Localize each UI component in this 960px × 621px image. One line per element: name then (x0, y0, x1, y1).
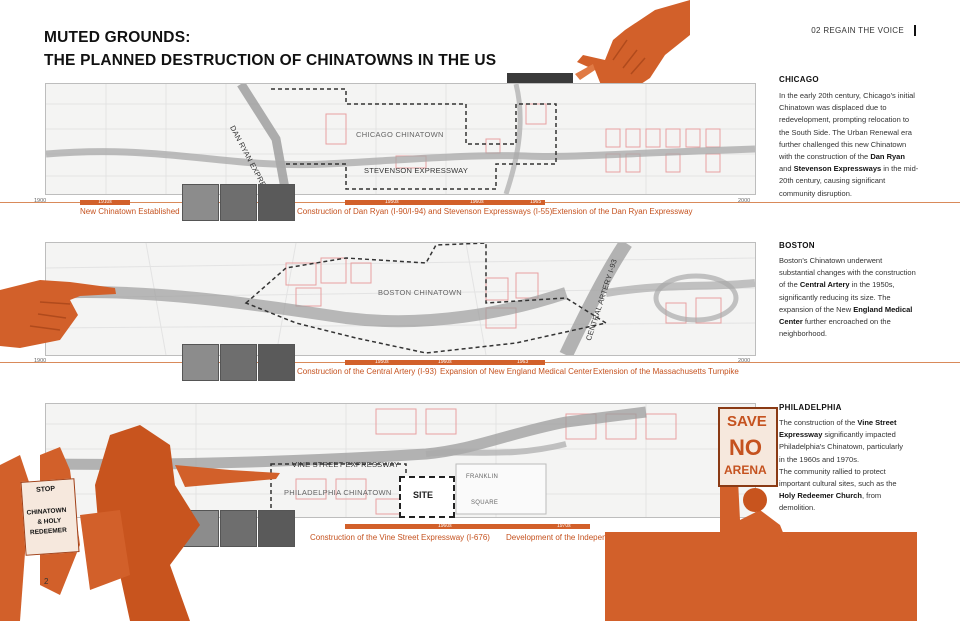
chicago-event-2: Construction of Dan Ryan (I-90/I-94) and… (297, 207, 553, 216)
chicago-seg-1960s-label: 1960s (470, 199, 484, 205)
page-number: 2 (44, 577, 49, 586)
chicago-chinatown-label: CHICAGO CHINATOWN (356, 130, 444, 139)
chicago-map: CHICAGO CHINATOWN STEVENSON EXPRESSWAY D… (45, 83, 756, 195)
philadelphia-body: The construction of the Vine Street Expr… (779, 418, 903, 513)
stevenson-expressway-label: STEVENSON EXPRESSWAY (364, 166, 469, 175)
chicago-event-1: New Chinatown Established (80, 207, 180, 216)
philadelphia-event-1: Construction of the Vine Street Expressw… (310, 533, 490, 542)
stop-sign-line1: STOP (35, 485, 56, 494)
philadelphia-heading: PHILADELPHIA (779, 403, 842, 412)
boston-seg-1950s-label: 1950s (375, 359, 389, 365)
boston-seg-1960s-label: 1960s (438, 359, 452, 365)
boston-heading: BOSTON (779, 241, 815, 250)
chicago-photo-2 (220, 184, 257, 221)
pointing-hand-photo (0, 280, 116, 348)
boston-year-end: 2000 (738, 358, 751, 364)
site-box: SITE (399, 476, 455, 518)
chicago-seg-1965-label: 1965 (530, 199, 542, 205)
chicago-seg-1950s-label: 1950s (385, 199, 399, 205)
boston-seg-1950s-1963: 1950s 1960s 1963 (345, 360, 545, 365)
save-sign-line2: NO (729, 435, 762, 460)
section-label: 02 REGAIN THE VOICE (811, 26, 904, 35)
philadelphia-seg-1960s-label: 1960s (438, 523, 452, 529)
vine-street-expressway-label: VINE STREET EXPRESSWAY (292, 460, 400, 469)
boston-map-drawing (46, 243, 755, 355)
boston-map: BOSTON CHINATOWN CENTRAL ARTERY I-93 (45, 242, 756, 356)
boston-event-1: Construction of the Central Artery (I-93… (297, 367, 437, 376)
boston-chinatown-label: BOSTON CHINATOWN (378, 288, 462, 297)
boston-photo-2 (220, 344, 257, 381)
boston-body: Boston's Chinatown underwent substantial… (779, 256, 916, 339)
section-marker (914, 25, 916, 36)
hand-photo-top (575, 0, 690, 95)
chicago-map-drawing (46, 84, 755, 194)
chicago-seg-1910s-label: 1910s (98, 199, 112, 205)
save-protest-sign: SAVE NO ARENA (718, 407, 778, 487)
site-label: SITE (413, 490, 434, 500)
philadelphia-chinatown-label: PHILADELPHIA CHINATOWN (284, 488, 392, 497)
page-title-line1: MUTED GROUNDS: (44, 29, 191, 46)
page-title-line2: THE PLANNED DESTRUCTION OF CHINATOWNS IN… (44, 52, 497, 69)
franklin-square-label-2: SQUARE (471, 500, 499, 506)
philadelphia-seg-1970s-label: 1970s (557, 523, 571, 529)
stop-sign-line2: CHINATOWN (26, 506, 67, 517)
boston-event-3: Extension of the Massachusetts Turnpike (593, 367, 739, 376)
chicago-seg-1950s-1960s: 1950s 1960s 1965 (345, 200, 545, 205)
chicago-body: In the early 20th century, Chicago's ini… (779, 91, 919, 198)
chicago-year-start: 1900 (34, 198, 47, 204)
chicago-photo-1 (182, 184, 219, 221)
boston-photo-3 (258, 344, 295, 381)
chicago-heading: CHICAGO (779, 75, 819, 84)
philadelphia-photo-2 (220, 510, 257, 547)
save-sign-line1: SAVE (727, 413, 767, 430)
chicago-seg-1910s: 1910s (80, 200, 130, 205)
chicago-photo-3 (258, 184, 295, 221)
stop-sign-line4: REDEEMER (29, 526, 68, 537)
philadelphia-photo-3 (258, 510, 295, 547)
stop-sign-line3: & HOLY (37, 517, 62, 526)
franklin-square-label-1: FRANKLIN (466, 474, 499, 480)
boston-year-start: 1900 (34, 358, 47, 364)
boston-event-2: Expansion of New England Medical Center (440, 367, 593, 376)
philadelphia-seg-1960s-1970s: 1960s 1970s (345, 524, 590, 529)
chicago-event-3: Extension of the Dan Ryan Expressway (552, 207, 693, 216)
stop-protest-sign: STOP CHINATOWN & HOLY REDEEMER (20, 478, 80, 556)
chicago-year-end: 2000 (738, 198, 751, 204)
save-sign-line3: ARENA (724, 463, 767, 477)
boston-seg-1963-label: 1963 (517, 359, 529, 365)
boston-photo-1 (182, 344, 219, 381)
